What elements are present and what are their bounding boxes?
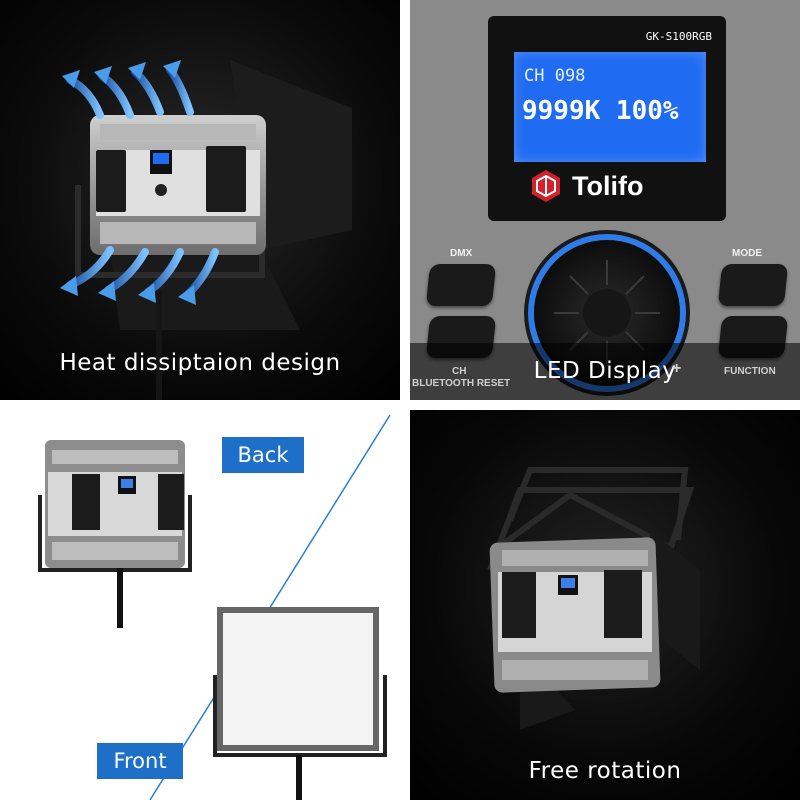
brand-logo: Tolifo (528, 168, 643, 204)
caption-led-display: LED Display (410, 343, 800, 400)
battery-plate (96, 150, 126, 212)
mode-label: MODE (732, 248, 762, 259)
led-display-panel: GK-S100RGB CH 098 9999K 100% Tolifo DMX … (410, 0, 800, 400)
caption-free-rotation: Free rotation (528, 758, 682, 784)
back-front-illustration (38, 414, 391, 800)
led-display-caption-text: LED Display (533, 358, 677, 384)
airflow-arrows-top (66, 66, 194, 119)
free-rotation-panel: Free rotation (410, 410, 800, 800)
front-view-light (213, 607, 387, 800)
back-view-light (38, 440, 192, 628)
lcd-channel: CH 098 (524, 66, 586, 86)
dmx-button (425, 264, 497, 306)
lcd-screen: CH 098 9999K 100% (514, 52, 706, 162)
tolifo-logo-icon (532, 170, 560, 202)
mode-button (717, 264, 789, 306)
light-panel-illustration (60, 60, 352, 400)
ch-label: CH (452, 366, 467, 377)
plus-label: + (672, 360, 682, 377)
model-number: GK-S100RGB (645, 30, 712, 43)
back-front-panel: Back Front (0, 410, 400, 800)
rotation-illustration (487, 467, 700, 730)
battery-plate (206, 146, 246, 212)
back-label: Back (222, 437, 304, 473)
lcd-frame: GK-S100RGB CH 098 9999K 100% Tolifo (488, 16, 726, 221)
caption-heat: Heat dissiptaion design (59, 350, 341, 376)
heat-dissipation-panel: Heat dissiptaion design (0, 0, 400, 400)
bluetooth-reset-label: BLUETOOTH RESET (412, 378, 511, 389)
brand-name: Tolifo (572, 170, 644, 201)
front-label: Front (97, 743, 183, 779)
dmx-label: DMX (450, 248, 473, 259)
lcd-readout: 9999K 100% (522, 96, 679, 126)
function-label: FUNCTION (724, 366, 776, 377)
